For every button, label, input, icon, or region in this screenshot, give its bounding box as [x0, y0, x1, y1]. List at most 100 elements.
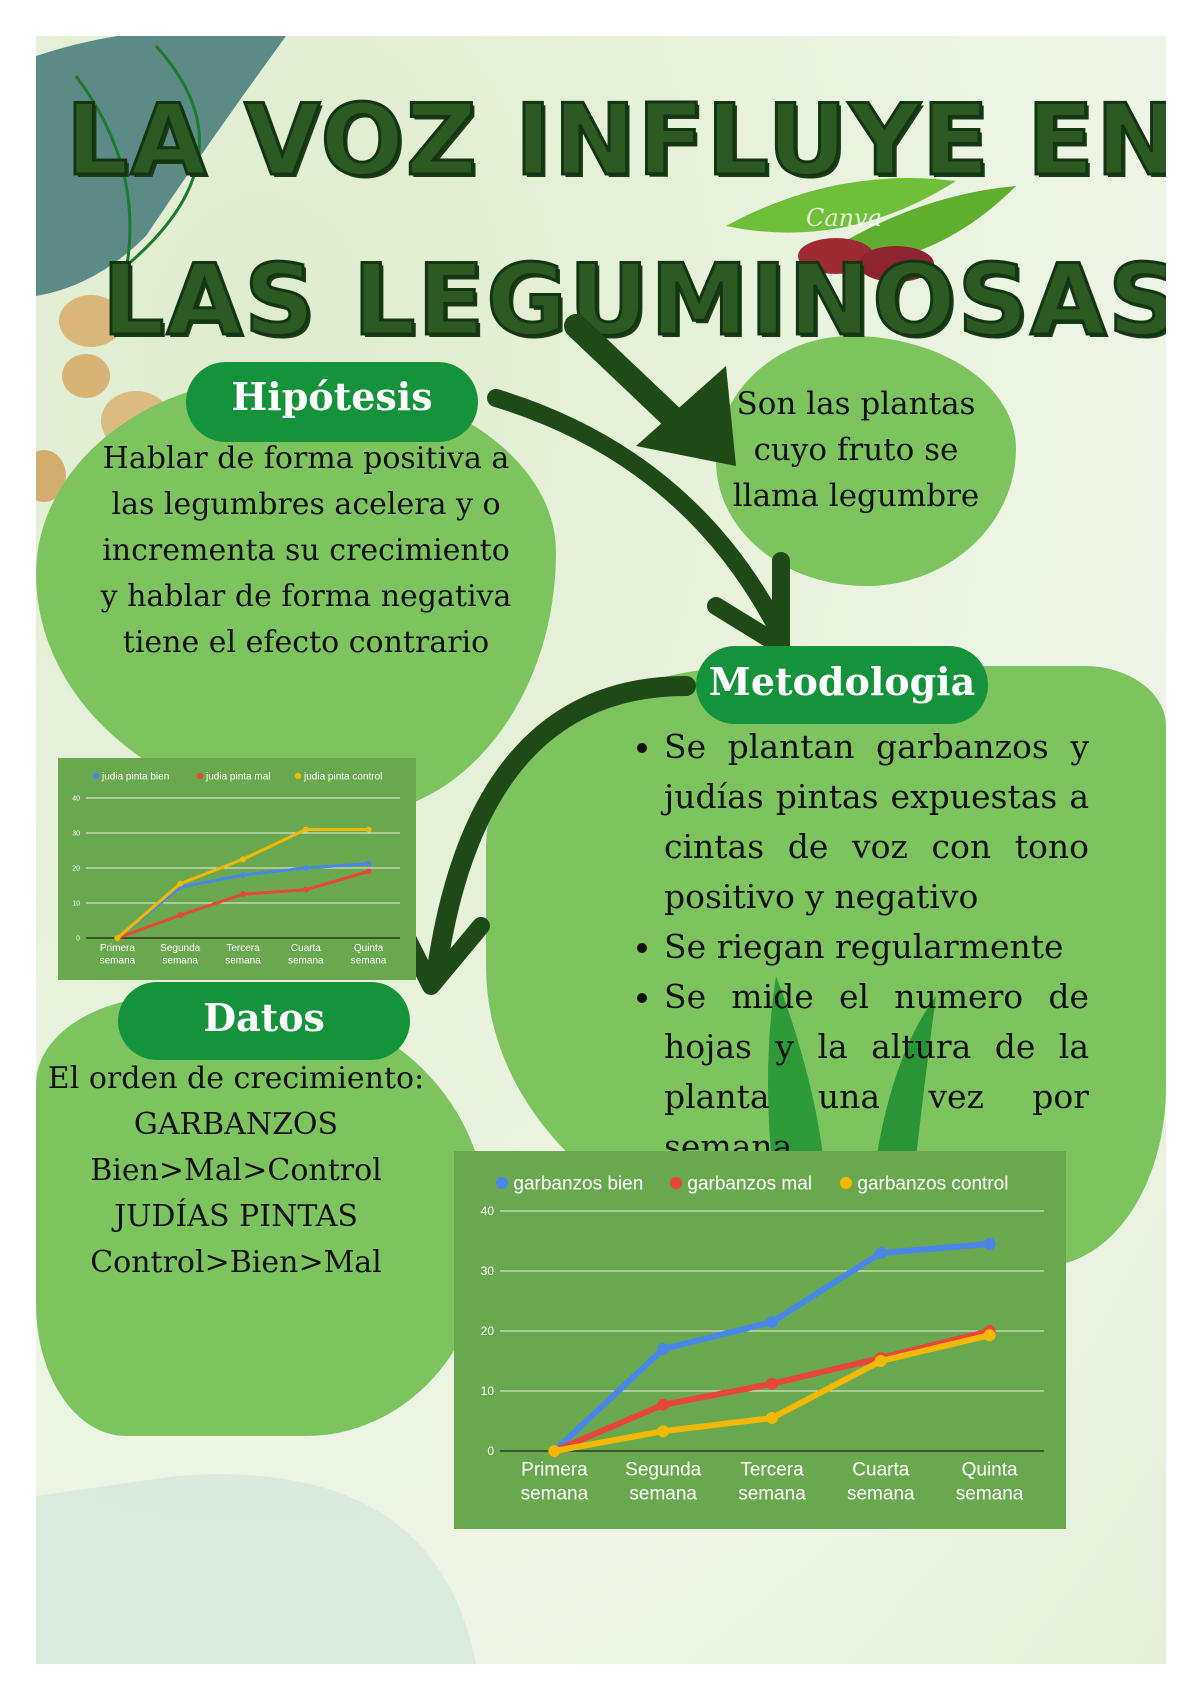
- y-tick-label: 10: [72, 900, 80, 907]
- methodology-list: Se plantan garbanzos y judías pintas exp…: [634, 722, 1089, 1172]
- hypothesis-line: tiene el efecto contrario: [122, 625, 490, 660]
- x-tick-label: Primera semana: [100, 943, 136, 967]
- data-point: [983, 1329, 996, 1342]
- data-point: [302, 826, 309, 833]
- data-text: El orden de crecimiento: GARBANZOS Bien>…: [36, 1056, 436, 1286]
- x-tick-label-line: semana: [738, 1483, 806, 1504]
- definition-blob: [716, 336, 1016, 586]
- teal-leaf-shape: [36, 36, 286, 296]
- hypothesis-text: Hablar de forma positiva a las legumbres…: [76, 436, 536, 666]
- legend-label: garbanzos mal: [687, 1174, 812, 1195]
- vine-stroke: [74, 75, 132, 337]
- x-tick-label-line: semana: [100, 956, 136, 967]
- legend-marker: [495, 1176, 509, 1190]
- chickpea-icon: [36, 450, 66, 502]
- data-point: [874, 1247, 887, 1259]
- legend-label: judia pinta control: [303, 772, 382, 783]
- methodology-item: Se plantan garbanzos y judías pintas exp…: [664, 722, 1089, 922]
- legend-marker: [669, 1176, 683, 1190]
- green-bean-pod-icon: [726, 178, 956, 233]
- data-point: [177, 880, 184, 887]
- x-tick-label-line: Quinta: [354, 943, 384, 954]
- y-tick-label: 30: [72, 830, 80, 837]
- data-point: [240, 891, 246, 898]
- y-tick-label: 20: [72, 865, 80, 872]
- x-tick-label-line: semana: [521, 1483, 589, 1504]
- y-tick-label: 0: [487, 1444, 494, 1458]
- watercolor-wash: [36, 1474, 476, 1664]
- legend-label: garbanzos control: [857, 1174, 1008, 1195]
- y-tick-label: 30: [481, 1264, 495, 1278]
- data-line: GARBANZOS: [133, 1107, 339, 1142]
- data-point: [365, 868, 372, 875]
- hypothesis-heading: Hipótesis: [186, 362, 478, 442]
- x-tick-label-line: semana: [629, 1483, 697, 1504]
- vine-stroke: [125, 44, 201, 268]
- legend-marker: [839, 1176, 853, 1190]
- data-point: [766, 1316, 778, 1328]
- x-tick-label-line: Tercera: [740, 1460, 804, 1481]
- x-tick-label-line: Cuarta: [291, 943, 321, 954]
- data-heading: Datos: [118, 982, 410, 1060]
- data-point: [766, 1412, 778, 1424]
- kidney-bean-icon: [798, 238, 874, 274]
- y-tick-label: 0: [76, 935, 80, 942]
- data-point: [548, 1445, 561, 1457]
- chickpea-icon: [62, 354, 110, 398]
- y-tick-label: 40: [72, 795, 80, 802]
- legend-marker: [92, 772, 100, 780]
- x-tick-label-line: semana: [288, 956, 324, 967]
- data-point: [177, 912, 184, 919]
- x-tick-label-line: Quinta: [962, 1460, 1018, 1481]
- data-line: Control>Bien>Mal: [90, 1245, 382, 1280]
- poster: LA VOZ INFLUYE EN LAS LEGUMINOSAS Canva …: [36, 36, 1166, 1664]
- methodology-heading: Metodologia: [696, 646, 988, 724]
- legend-label: judia pinta mal: [205, 772, 270, 783]
- definition-line: llama legumbre: [732, 478, 980, 514]
- data-point: [874, 1355, 887, 1367]
- methodology-item: Se mide el numero de hojas y la altura d…: [664, 972, 1089, 1172]
- kidney-bean-icon: [858, 246, 934, 282]
- data-point: [766, 1377, 778, 1390]
- arrow-to-definition: [564, 314, 688, 433]
- data-point: [302, 865, 309, 871]
- data-blob: [36, 996, 486, 1436]
- legend-marker: [294, 772, 302, 780]
- legend-marker: [196, 772, 204, 780]
- definition-line: Son las plantas: [736, 386, 976, 422]
- x-tick-label-line: Tercera: [226, 943, 260, 954]
- hypothesis-blob: [36, 376, 556, 816]
- arrow-head: [636, 366, 736, 466]
- data-point: [365, 860, 372, 867]
- arrow-to-data: [426, 676, 696, 986]
- hypothesis-line: Hablar de forma positiva a: [102, 441, 510, 476]
- x-tick-label-line: Primera: [100, 943, 135, 954]
- data-line: JUDÍAS PINTAS: [114, 1199, 358, 1234]
- hypothesis-line: las legumbres acelera y o: [111, 487, 501, 522]
- data-point: [657, 1343, 670, 1355]
- arrow-to-methodology: [487, 389, 785, 635]
- x-tick-label-line: semana: [162, 956, 198, 967]
- y-tick-label: 20: [481, 1324, 495, 1338]
- x-tick-label-line: semana: [956, 1483, 1024, 1504]
- x-tick-label: Cuarta semana: [288, 943, 324, 967]
- definition-text: Son las plantas cuyo fruto se llama legu…: [706, 381, 1006, 519]
- data-point: [657, 1425, 670, 1438]
- background-decoration: [36, 36, 1016, 1664]
- data-point: [365, 826, 372, 833]
- x-tick-label-line: Segunda: [625, 1460, 702, 1481]
- x-tick-label: Tercera semana: [225, 943, 261, 967]
- data-point: [983, 1238, 996, 1250]
- y-tick-label: 40: [481, 1204, 495, 1218]
- flow-arrows: [387, 314, 790, 995]
- x-tick-label-line: semana: [225, 956, 261, 967]
